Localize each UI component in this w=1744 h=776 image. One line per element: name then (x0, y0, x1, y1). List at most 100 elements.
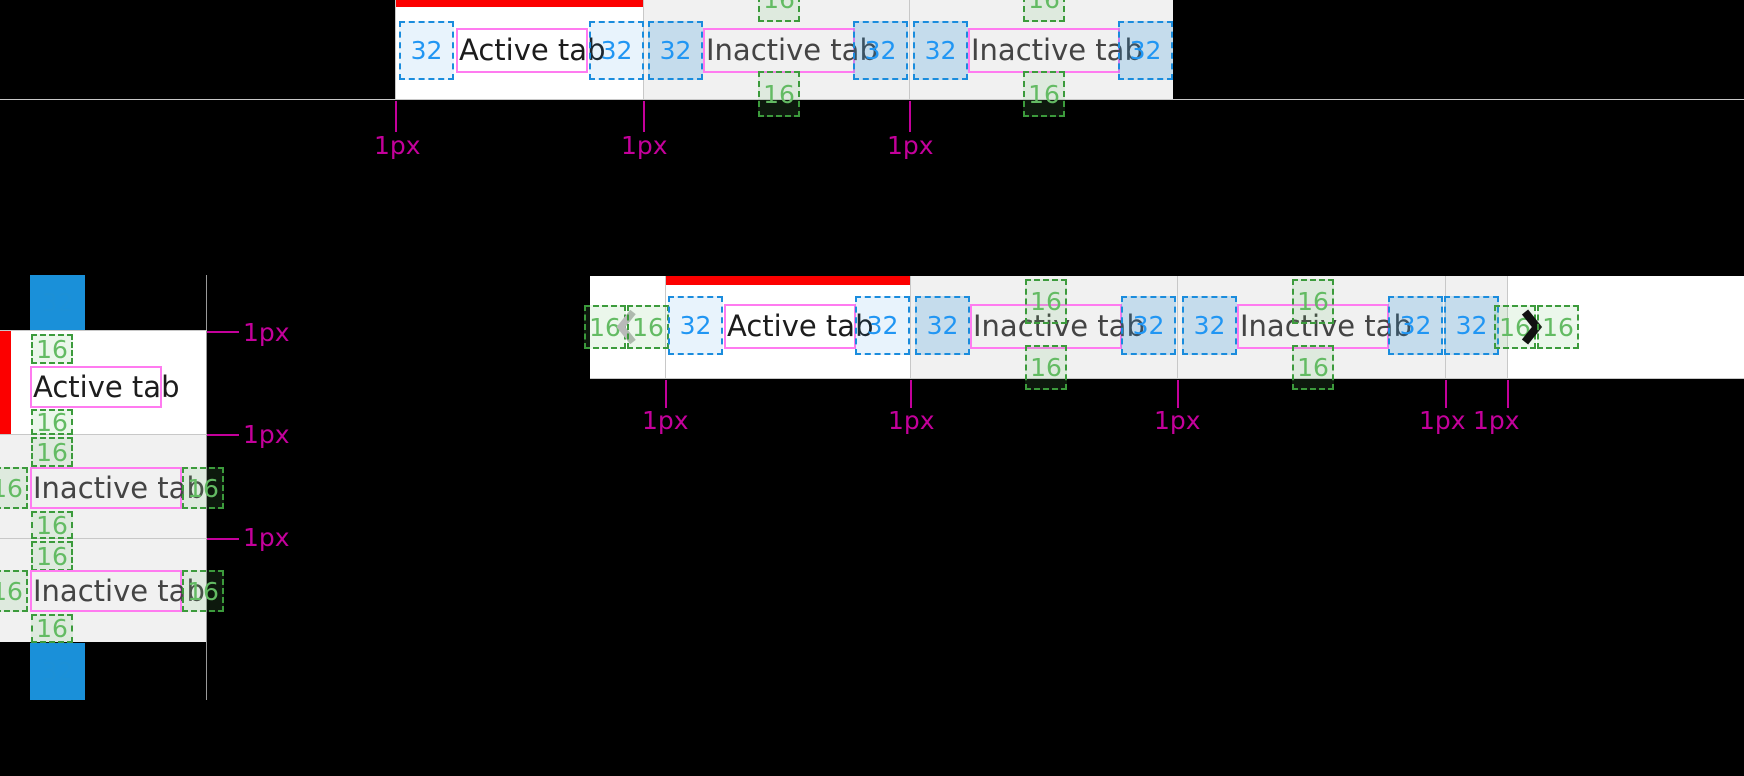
top-callout-line-2 (643, 101, 645, 132)
padding-value: 32 (864, 36, 897, 65)
left-tab2-gap-bottom: 16 (31, 511, 73, 539)
left-callout-line-3 (207, 538, 239, 540)
left-tab2-gap-left: 16 (0, 467, 28, 509)
left-swatch-top: 32 (30, 275, 85, 330)
left-tab3-text-box[interactable]: Inactive tab (30, 570, 205, 612)
padding-value: 32 (866, 311, 899, 340)
left-tab2-text-box[interactable]: Inactive tab (30, 467, 205, 509)
top-divider-1 (395, 0, 396, 100)
right-tab2-lead-padding: 32 (915, 296, 970, 355)
gap-value: 16 (187, 473, 219, 503)
left-callout-label-2: 1px (243, 420, 290, 449)
right-tab3-trail-padding: 32 (1388, 296, 1443, 355)
tab-label: Inactive tab (706, 33, 878, 67)
left-inactive-tab2-surface[interactable] (0, 539, 207, 642)
gap-value: 16 (1030, 353, 1062, 382)
top-tab1-text-box[interactable]: Active tab (456, 28, 605, 73)
gap-value: 16 (1030, 287, 1062, 316)
right-tab3-text-box[interactable]: Inactive tab (1237, 304, 1412, 349)
right-callout-line-4 (1445, 380, 1447, 408)
padding-value: 32 (1132, 311, 1165, 340)
swatch-value: 32 (41, 657, 74, 686)
right-tab2-text-box[interactable]: Inactive tab (970, 304, 1145, 349)
left-inactive-tab1-surface[interactable] (0, 435, 207, 538)
gap-value: 16 (1542, 312, 1574, 342)
gap-value: 16 (36, 541, 68, 571)
padding-value: 32 (1455, 311, 1488, 340)
tab-label: Active tab (727, 309, 874, 343)
right-tab1-trail-padding: 32 (855, 296, 910, 355)
tab-label: Inactive tab (973, 309, 1145, 343)
top-tab3-gap-top: 16 (1023, 0, 1065, 22)
gap-value: 16 (632, 312, 664, 342)
gap-value: 16 (763, 0, 795, 12)
top-callout-label-1: 1px (374, 131, 421, 160)
left-divider-2 (0, 434, 207, 435)
top-divider-3 (909, 0, 910, 100)
tab-label: Inactive tab (971, 33, 1143, 67)
top-inactive-tabs-surface[interactable] (643, 0, 1173, 100)
left-callout-label-1: 1px (243, 318, 290, 347)
gap-value: 16 (1028, 0, 1060, 12)
right-divider-5 (1507, 276, 1508, 379)
right-tab3-lead-padding: 32 (1182, 296, 1237, 355)
right-scroll-next-surface[interactable] (1507, 276, 1744, 379)
left-active-indicator (0, 330, 11, 434)
gap-value: 16 (589, 312, 621, 342)
swatch-value: 32 (41, 288, 74, 317)
top-tab2-gap-top: 16 (758, 0, 800, 22)
left-active-tab-surface[interactable] (0, 330, 207, 434)
left-tab2-gap-top: 16 (31, 437, 73, 467)
right-divider-2 (910, 276, 911, 379)
tab-label: Active tab (33, 369, 180, 404)
top-active-tab-surface[interactable] (395, 0, 643, 100)
top-tab2-text-box[interactable]: Inactive tab (703, 28, 878, 73)
right-callout-line-5 (1507, 380, 1509, 408)
left-divider-1 (0, 330, 207, 331)
right-callout-label-4: 1px (1419, 406, 1466, 435)
gap-value: 16 (0, 576, 23, 606)
right-tab3-gap-bottom: 16 (1292, 345, 1334, 390)
top-tab2-lead-padding: 32 (648, 21, 703, 80)
left-tab3-gap-bottom: 16 (31, 614, 73, 643)
left-divider-3 (0, 538, 207, 539)
right-divider-1 (665, 276, 666, 379)
top-tab3-gap-bottom: 16 (1023, 71, 1065, 117)
chevron-left-icon[interactable] (611, 308, 641, 346)
padding-value: 32 (410, 36, 443, 65)
padding-value: 32 (600, 36, 633, 65)
right-active-indicator (665, 276, 910, 285)
gap-value: 16 (1297, 353, 1329, 382)
right-callout-label-3: 1px (1154, 406, 1201, 435)
right-tab1-text-box[interactable]: Active tab (724, 304, 873, 349)
gap-value: 16 (36, 334, 68, 364)
right-trailing-padding: 32 (1444, 296, 1499, 355)
gap-value: 16 (1297, 287, 1329, 316)
left-callout-label-3: 1px (243, 523, 290, 552)
right-next-gap-after: 16 (1537, 305, 1579, 349)
right-tab3-gap-top: 16 (1292, 279, 1334, 324)
right-callout-line-2 (910, 380, 912, 408)
right-callout-label-5: 1px (1473, 406, 1520, 435)
right-inactive-tabs-surface[interactable] (910, 276, 1507, 379)
gap-value: 16 (187, 576, 219, 606)
left-tab2-gap-right: 16 (182, 467, 224, 509)
padding-value: 32 (1193, 311, 1226, 340)
top-callout-label-3: 1px (887, 131, 934, 160)
right-callout-line-1 (665, 380, 667, 408)
left-tab1-gap-top: 16 (31, 334, 73, 364)
top-baseline (0, 99, 1744, 100)
left-tab1-gap-bottom: 16 (31, 409, 73, 435)
top-active-indicator (395, 0, 643, 7)
right-callout-label-2: 1px (888, 406, 935, 435)
gap-value: 16 (36, 407, 68, 437)
right-baseline (590, 378, 1744, 379)
left-tab1-text-box[interactable]: Active tab (30, 366, 179, 408)
left-tab3-gap-left: 16 (0, 570, 28, 612)
top-tab3-text-box[interactable]: Inactive tab (968, 28, 1143, 73)
right-tab2-gap-bottom: 16 (1025, 345, 1067, 390)
padding-value: 32 (924, 36, 957, 65)
top-callout-line-3 (909, 101, 911, 132)
right-active-tab-surface[interactable] (665, 276, 910, 379)
top-callout-label-2: 1px (621, 131, 668, 160)
